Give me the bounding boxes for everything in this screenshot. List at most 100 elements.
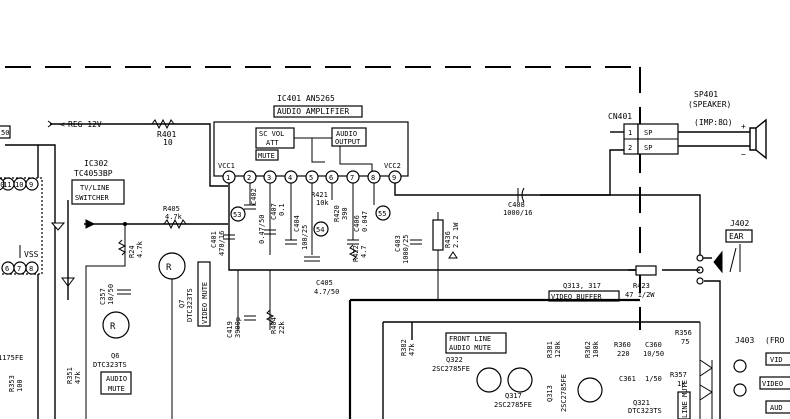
connector-pin-50: 50 [1,129,9,137]
r24-label: R24 [128,245,136,258]
speaker-icon [749,118,767,160]
c360-label: C360 [645,341,662,349]
svg-text:1: 1 [628,129,632,137]
transistor-q313 [577,377,603,403]
audio-output-label-1: AUDIO [336,130,357,138]
test-point-53 [230,206,246,222]
r381-value: 120k [554,340,562,358]
sc-vol-label: SC VOL [259,130,284,138]
r404-value: 22k [278,321,286,334]
r401-value: 10 [163,138,173,147]
vss-label: VSS [24,250,39,259]
capacitor-c404-symbol [285,239,297,245]
svg-text:11: 11 [3,181,11,189]
q313-part: 2SC2785FE [560,374,568,412]
svg-text:1: 1 [226,174,230,182]
mute-block [255,149,279,161]
r353-label: R353 [8,375,16,392]
c408-value: 1000/16 [503,209,533,217]
tvline-switcher-block [71,179,125,205]
c404-value: 100/25 [301,225,309,250]
capacitor-c402-symbol [244,204,256,210]
ground-bus [228,183,640,271]
c407-label: C407 [270,203,278,220]
r381-label: R381 [546,341,554,358]
ic401-pins: 1 2 3 4 5 6 7 8 9 [222,170,402,184]
cn401-label: CN401 [608,112,632,121]
front-line-label-1: FRONT LINE [449,335,491,343]
transistor-q6 [102,311,130,339]
svg-text:SP: SP [644,129,652,137]
jack-triangle-icon [713,250,723,274]
r422-label: R422 [352,245,360,262]
att-label: ATT [266,139,279,147]
q317-part: 2SC2785FE [494,401,532,409]
svg-text:2: 2 [628,144,632,152]
q313-317-label: Q313, 317 [563,282,601,290]
rca-jack-audio [733,383,747,397]
tvline-label-2: SWITCHER [75,194,110,202]
audio-mute-label-2: MUTE [108,385,125,393]
ic401-subtitle: AUDIO AMPLIFIER [277,107,349,116]
c401-label: C401 [210,231,218,248]
speaker-output-line [394,149,628,196]
r353-value: 100 [16,379,24,392]
capacitor-c405-symbol [304,256,320,262]
r401-label: R401 [157,130,176,139]
svg-text:10: 10 [0,181,4,189]
capacitor-c407-symbol [264,229,276,235]
ic302-body [0,177,43,275]
q322-label: Q322 [446,356,463,364]
aud-label: AUD [770,404,783,412]
c357-value: 10/50 [107,284,115,305]
resistor-r401-symbol [151,118,175,130]
left-wire [5,144,56,419]
c405-label: C405 [316,279,333,287]
svg-text:55: 55 [378,210,386,218]
ground-arrow-icon [50,222,66,231]
r382-label: R382 [400,339,408,356]
svg-text:2: 2 [247,174,251,182]
svg-text:8: 8 [29,265,33,273]
resistor-r423-symbol [635,265,657,276]
svg-text:9: 9 [29,181,33,189]
speaker-label: (SPEAKER) [688,100,731,109]
c403-value: 1000/25 [402,234,410,264]
svg-text:R: R [110,322,116,332]
r356-label: R356 [675,329,692,337]
r356-value: 75 [681,338,689,346]
ic401-title: IC401 AN5265 [277,94,335,103]
r382-value: 47k [408,343,416,356]
video-buffer-label: VIDEO BUFFER [551,293,602,301]
r436-value: 2.2 1W [452,222,460,248]
front-line-label-2: AUDIO MUTE [449,344,491,352]
transistor-q7 [158,252,186,280]
transistor-q317 [507,367,533,393]
c406-value: 0.047 [361,211,369,232]
svg-text:9: 9 [392,174,396,182]
capacitor-c401-symbol [223,234,235,240]
c419-label: C419 [226,321,234,338]
c357-label: C357 [99,288,107,305]
capacitor-c406-symbol [347,239,359,245]
reg12v-line [50,123,228,187]
q321-part: DTC323TS [628,407,662,415]
c361-value: 1/50 [645,375,662,383]
j403-label: J403 [735,336,754,345]
svg-text:3: 3 [267,174,271,182]
resistor-r422-symbol [348,244,358,261]
audio-mute-label-1: AUDIO [106,375,127,383]
svg-text:8: 8 [371,174,375,182]
ic302-label: IC302 [84,159,108,168]
svg-text:6: 6 [5,265,9,273]
c419-value: 3900p [234,317,242,338]
q7-part: DTC323TS [186,288,194,322]
sp401-label: SP401 [694,90,718,99]
r423-value: 47 1/2W [625,291,655,299]
r362-value: 100k [592,340,600,358]
r360-label: R360 [614,341,631,349]
j402-label: J402 [730,219,749,228]
c405-value: 4.7/50 [314,288,339,296]
r423-label: R423 [633,282,650,290]
